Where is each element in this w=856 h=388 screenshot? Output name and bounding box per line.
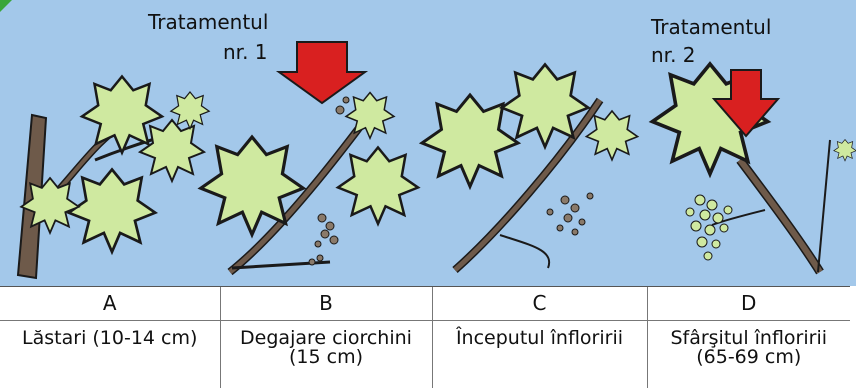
stage-table: A B C D Lăstari (10-14 cm) Degajare cior… bbox=[0, 286, 850, 388]
stage-d-size: (65-69 cm) bbox=[648, 348, 851, 367]
stage-letter-d: D bbox=[647, 287, 850, 321]
stage-letter-a: A bbox=[0, 287, 220, 321]
stage-description-c: Începutul înfloririi bbox=[432, 321, 647, 388]
stage-letter-b: B bbox=[220, 287, 432, 321]
treatment-2-label: Tratamentul bbox=[651, 16, 771, 38]
stage-b-size: (15 cm) bbox=[221, 348, 432, 367]
illustration-panel: Tratamentul nr. 1 Tratamentul nr. 2 bbox=[0, 0, 856, 286]
stage-description-b: Degajare ciorchini (15 cm) bbox=[220, 321, 432, 388]
vine-treatment-diagram: Tratamentul nr. 1 Tratamentul nr. 2 A B … bbox=[0, 0, 856, 379]
shoot-stage-a bbox=[18, 77, 209, 279]
corner-accent bbox=[0, 0, 12, 12]
stage-description-row: Lăstari (10-14 cm) Degajare ciorchini (1… bbox=[0, 321, 850, 388]
treatment-2-number: nr. 2 bbox=[651, 44, 696, 66]
stage-c-text: Începutul înfloririi bbox=[433, 329, 647, 348]
treatment-1-label: Tratamentul bbox=[148, 11, 268, 33]
stage-a-text: Lăstari (10-14 cm) bbox=[0, 329, 220, 348]
shoot-stage-c bbox=[422, 65, 638, 271]
shoot-stage-b bbox=[201, 93, 418, 273]
stage-letter-row: A B C D bbox=[0, 287, 850, 321]
stage-letter-c: C bbox=[432, 287, 647, 321]
treatment-arrow-1 bbox=[279, 42, 365, 103]
stage-description-d: Sfârşitul înfloririi (65-69 cm) bbox=[647, 321, 850, 388]
treatment-1-number: nr. 1 bbox=[223, 41, 268, 63]
stage-description-a: Lăstari (10-14 cm) bbox=[0, 321, 220, 388]
grapevine-illustration bbox=[0, 0, 856, 286]
